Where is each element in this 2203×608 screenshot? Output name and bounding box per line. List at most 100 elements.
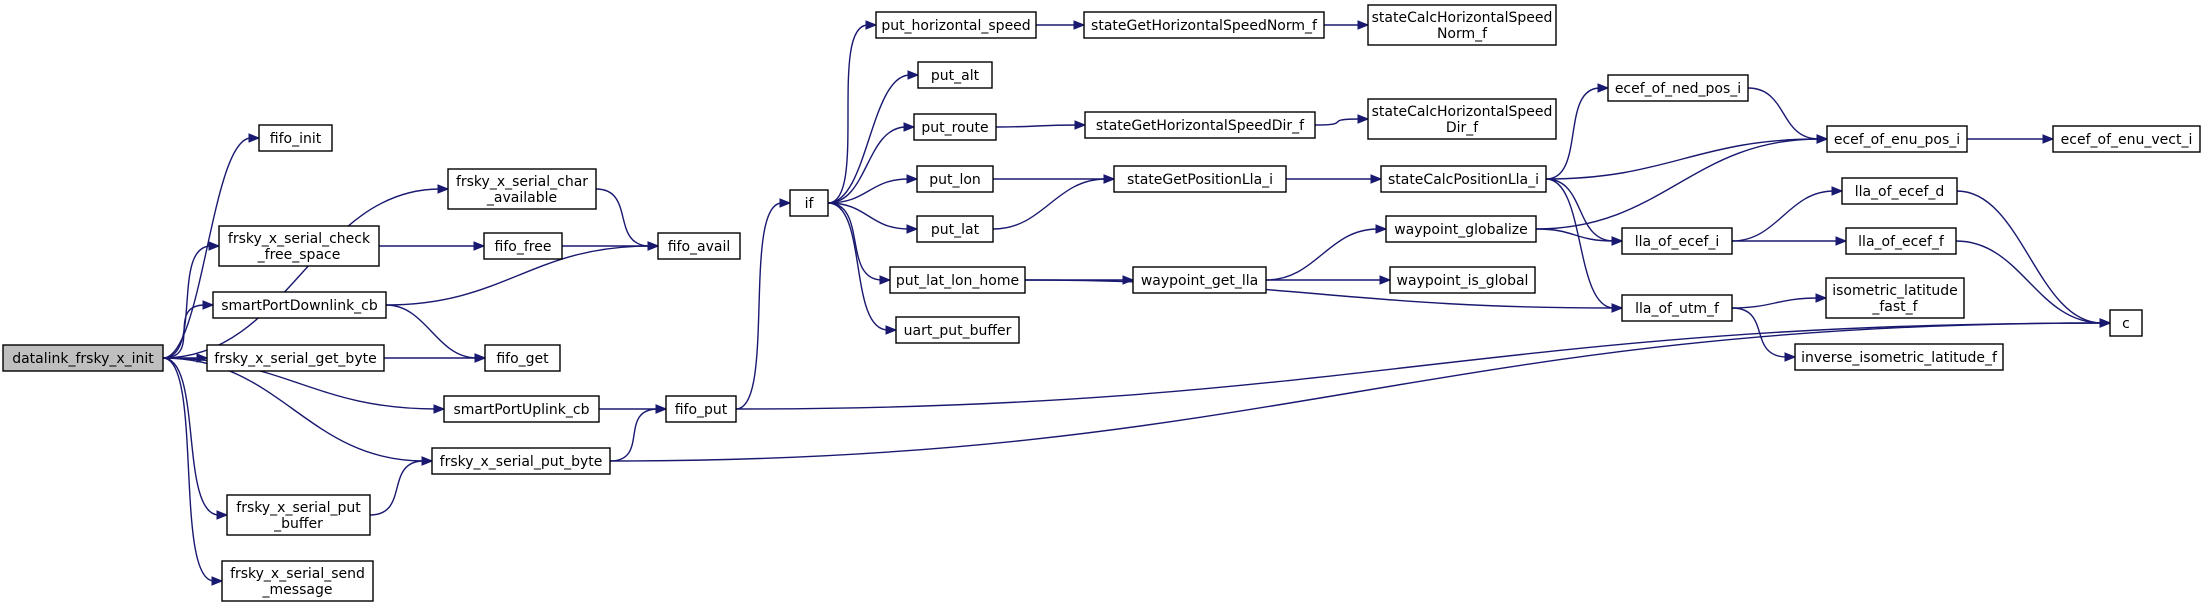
node-label: put_lon [929,172,981,188]
node-ecef-enu-vect[interactable]: ecef_of_enu_vect_i [2052,125,2201,153]
node-label: fifo_get [496,351,549,367]
edge-datalink-to-downlink [162,300,215,359]
edge-fifo-put-to-if [735,198,792,410]
node-wig[interactable]: waypoint_is_global [1389,266,1536,294]
node-label: stateGetPositionLla_i [1127,172,1273,188]
node-wgl[interactable]: waypoint_get_lla [1132,266,1267,294]
node-label: ecef_of_ned_pos_i [1615,81,1741,97]
node-iso-lat[interactable]: isometric_latitude_fast_f [1825,277,1965,319]
node-char-avail[interactable]: frsky_x_serial_char_available [447,168,597,210]
edge-get-byte-to-fifo-get [384,353,487,363]
node-put-hs[interactable]: put_horizontal_speed [875,11,1037,39]
node-lla-ecef-f[interactable]: lla_of_ecef_f [1845,227,1957,255]
edge-char-avail-to-fifo-avail [595,188,660,251]
edge-datalink-to-send-msg [162,357,224,586]
node-fifo-get[interactable]: fifo_get [484,344,561,372]
edge-if-to-put-hs [827,20,878,204]
nodes-layer: datalink_frsky_x_init fifo_init frsky_x_se… [2,4,2201,602]
node-label: _available [486,190,557,206]
node-label: frsky_x_serial_send [230,566,365,582]
edge-if-to-uart [827,202,898,335]
edge-check-free-to-fifo-free [378,241,486,251]
edge-put-hs-to-sghsn [1036,20,1086,30]
node-label: lla_of_ecef_d [1855,184,1945,200]
node-label: waypoint_is_global [1397,273,1529,289]
node-label: lla_of_ecef_f [1858,234,1945,250]
node-scpl[interactable]: stateCalcPositionLla_i [1380,165,1547,193]
node-lla-ecef-i[interactable]: lla_of_ecef_i [1621,227,1733,255]
node-label: frsky_x_serial_put [236,500,361,516]
node-ecef-enu-pos[interactable]: ecef_of_enu_pos_i [1826,125,1968,153]
node-label: _fast_f [1871,299,1918,315]
node-label: smartPortDownlink_cb [221,298,378,314]
node-ecef-ned[interactable]: ecef_of_ned_pos_i [1607,74,1749,102]
node-label: put_route [921,120,988,136]
node-label: ecef_of_enu_vect_i [2061,132,2193,148]
node-inv-iso[interactable]: inverse_isometric_latitude_f [1794,343,2004,371]
node-uart[interactable]: uart_put_buffer [895,316,1020,344]
node-label: stateCalcPositionLla_i [1388,172,1539,188]
node-fifo-put[interactable]: fifo_put [665,395,737,423]
node-label: put_lat [931,222,980,238]
edge-put-lat-to-sgpl [992,174,1116,230]
node-put-lon[interactable]: put_lon [916,165,994,193]
edge-scpl-to-ecef-ned [1545,83,1610,180]
edge-lla-ecef-d-to-c [1956,190,2112,328]
node-c[interactable]: c [2109,309,2143,337]
node-if[interactable]: if [789,189,829,217]
edge-wgl-to-wglob [1265,224,1388,281]
node-lla-ecef-d[interactable]: lla_of_ecef_d [1841,177,1958,205]
node-put-alt[interactable]: put_alt [917,61,993,89]
node-datalink[interactable]: datalink_frsky_x_init [2,344,164,372]
edge-downlink-to-fifo-get [385,304,487,363]
node-put-route[interactable]: put_route [913,113,997,141]
node-label: _message [262,582,333,598]
node-wglob[interactable]: waypoint_globalize [1385,215,1537,243]
edges-layer [162,20,2112,586]
node-label: lla_of_ecef_i [1635,234,1720,250]
node-label: fifo_put [675,402,728,418]
node-label: stateGetHorizontalSpeedDir_f [1096,118,1305,134]
edge-lla-ecef-i-to-lla-ecef-f [1732,236,1848,246]
node-label: waypoint_get_lla [1141,273,1258,289]
node-sghsn[interactable]: stateGetHorizontalSpeedNorm_f [1083,11,1325,39]
node-put-llh[interactable]: put_lat_lon_home [889,266,1026,294]
edge-downlink-to-fifo-avail [385,241,660,306]
node-label: smartPortUplink_cb [454,402,590,418]
node-label: c [2122,316,2130,332]
edge-datalink-to-check-free [162,241,221,359]
node-put-buffer[interactable]: frsky_x_serial_put_buffer [226,494,371,536]
edge-datalink-to-put-buffer [162,357,229,520]
edge-if-to-put-alt [827,70,920,204]
node-fifo-init[interactable]: fifo_init [258,124,333,152]
edge-sghsd-to-schsd [1314,114,1370,126]
node-label: stateCalcHorizontalSpeed [1372,10,1553,26]
node-sgpl[interactable]: stateGetPositionLla_i [1113,165,1287,193]
edge-sghsn-to-schsn [1324,20,1370,30]
node-downlink[interactable]: smartPortDownlink_cb [212,291,387,319]
node-uplink[interactable]: smartPortUplink_cb [443,395,600,423]
node-sghsd[interactable]: stateGetHorizontalSpeedDir_f [1084,111,1316,139]
node-put-lat[interactable]: put_lat [916,215,994,243]
node-put-byte[interactable]: frsky_x_serial_put_byte [431,447,611,475]
node-label: fifo_init [270,131,322,147]
node-fifo-avail[interactable]: fifo_avail [657,232,741,260]
node-fifo-free[interactable]: fifo_free [483,232,563,260]
node-label: fifo_free [495,239,552,255]
edge-scpl-to-lla-utm [1545,178,1624,313]
node-check-free[interactable]: frsky_x_serial_check_free_space [218,225,380,267]
node-send-msg[interactable]: frsky_x_serial_send_message [221,560,374,602]
edge-datalink-to-uplink [162,357,446,414]
edge-wgl-to-wig [1266,275,1392,285]
node-lla-utm[interactable]: lla_of_utm_f [1621,294,1733,322]
edge-if-to-put-llh [827,202,892,285]
node-get-byte[interactable]: frsky_x_serial_get_byte [206,344,385,372]
node-label: put_horizontal_speed [881,18,1030,34]
node-label: frsky_x_serial_get_byte [214,351,376,367]
node-label: Dir_f [1446,120,1479,136]
node-label: lla_of_utm_f [1635,301,1720,317]
edge-ecef-enu-pos-to-ecef-enu-vect [1967,134,2055,144]
edge-ecef-ned-to-ecef-enu-pos [1747,87,1829,144]
